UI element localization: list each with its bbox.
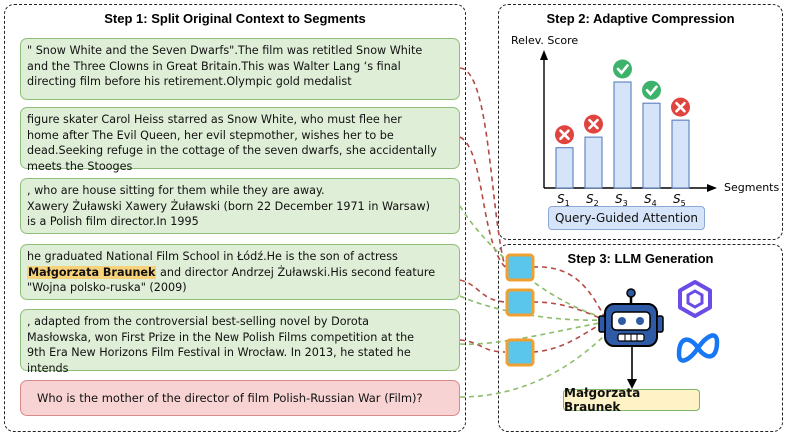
segment-5: , adapted from the controversial best-se… xyxy=(20,309,460,375)
segment-line: meets the Stooges xyxy=(27,159,133,173)
bar-s3 xyxy=(613,81,632,189)
output-arrowhead xyxy=(627,379,637,389)
step1-title: Step 1: Split Original Context to Segmen… xyxy=(104,11,366,26)
segment-line: is a Polish film director.In 1995 xyxy=(27,215,199,228)
cross-icon xyxy=(555,125,574,145)
answer-highlight: Małgorzata Braunek xyxy=(27,265,157,279)
segment-line: dead.Seeking refuge in the cottage of th… xyxy=(27,144,437,157)
segment-3: , who are house sitting for them while t… xyxy=(20,178,460,234)
connector-red xyxy=(459,67,506,268)
y-axis-arrowhead xyxy=(540,50,548,60)
segment-2: figure skater Carol Heiss starred as Sno… xyxy=(20,107,460,173)
segment-line: Masłowska, won First Prize in the New Po… xyxy=(27,330,415,344)
bar-s1 xyxy=(555,147,574,189)
connector-green xyxy=(459,331,609,398)
segment-line: Xawery Żuławski Xawery Żuławski (born 22… xyxy=(27,199,430,213)
segment-line: and the Three Clowns in Great Britain.Th… xyxy=(27,59,401,73)
compressed-token xyxy=(505,288,535,317)
connector-red xyxy=(532,266,606,319)
segment-line: , who are house sitting for them while t… xyxy=(27,184,325,197)
connector-red xyxy=(532,321,606,353)
step1-panel: Step 1: Split Original Context to Segmen… xyxy=(4,4,466,432)
cross-icon xyxy=(584,114,603,134)
segment-line: " Snow White and the Seven Dwarfs".The f… xyxy=(27,44,423,57)
robot-icon xyxy=(598,288,664,347)
step3-panel: Step 3: LLM Generation xyxy=(498,244,783,432)
segment-line: 9th Era New Horizons Film Festival in Wr… xyxy=(27,346,411,359)
connector-green xyxy=(459,321,606,345)
x-axis-arrowhead xyxy=(707,184,717,192)
segment-line: Małgorzata Braunek and director Andrzej … xyxy=(27,265,453,281)
step2-title: Step 2: Adaptive Compression xyxy=(546,11,735,26)
query-guided-attention-label: Query-Guided Attention xyxy=(548,206,705,230)
segment-line: , adapted from the controversial best-se… xyxy=(27,315,369,328)
compressed-token xyxy=(505,338,535,367)
segment-line: directing film before his retirement.Oly… xyxy=(27,75,352,88)
segment-line: he graduated National Film School in Łód… xyxy=(27,250,398,263)
step2-panel: Step 2: Adaptive Compression xyxy=(498,4,783,240)
meta-logo-icon xyxy=(676,333,720,363)
bar-s4 xyxy=(642,102,661,189)
y-axis-label: Relev. Score xyxy=(511,34,578,47)
segment-4: he graduated National Film School in Łód… xyxy=(20,244,460,300)
segment-1: " Snow White and the Seven Dwarfs".The f… xyxy=(20,38,460,100)
question-text: Who is the mother of the director of fil… xyxy=(37,391,423,405)
query-guided-attention-text: Query-Guided Attention xyxy=(554,211,699,225)
segment-line: figure skater Carol Heiss starred as Sno… xyxy=(27,113,402,126)
segment-line: intends xyxy=(27,361,69,375)
compressed-token xyxy=(505,253,535,282)
check-icon xyxy=(613,59,632,79)
connector-red xyxy=(459,279,506,303)
compressed-token-stack xyxy=(505,253,535,367)
cross-icon xyxy=(671,97,690,117)
qwen-logo-icon xyxy=(678,280,712,318)
bar-s5 xyxy=(671,119,690,189)
segment-line: home after The Evil Queen, her evil step… xyxy=(27,128,394,142)
answer-text: Małgorzata Braunek xyxy=(564,386,641,414)
check-icon xyxy=(642,80,661,100)
x-axis-label: Segments xyxy=(724,181,780,194)
answer-box: Małgorzata Braunek xyxy=(563,386,700,414)
question-box: Who is the mother of the director of fil… xyxy=(20,380,460,416)
segment-line: "Wojna polsko-ruska" (2009) xyxy=(27,281,187,294)
segment-text: and director Andrzej Żuławski.His second… xyxy=(156,265,436,279)
connector-red xyxy=(459,339,506,353)
connector-red xyxy=(459,136,506,268)
step3-title: Step 3: LLM Generation xyxy=(567,251,714,266)
bar-s2 xyxy=(584,136,603,189)
